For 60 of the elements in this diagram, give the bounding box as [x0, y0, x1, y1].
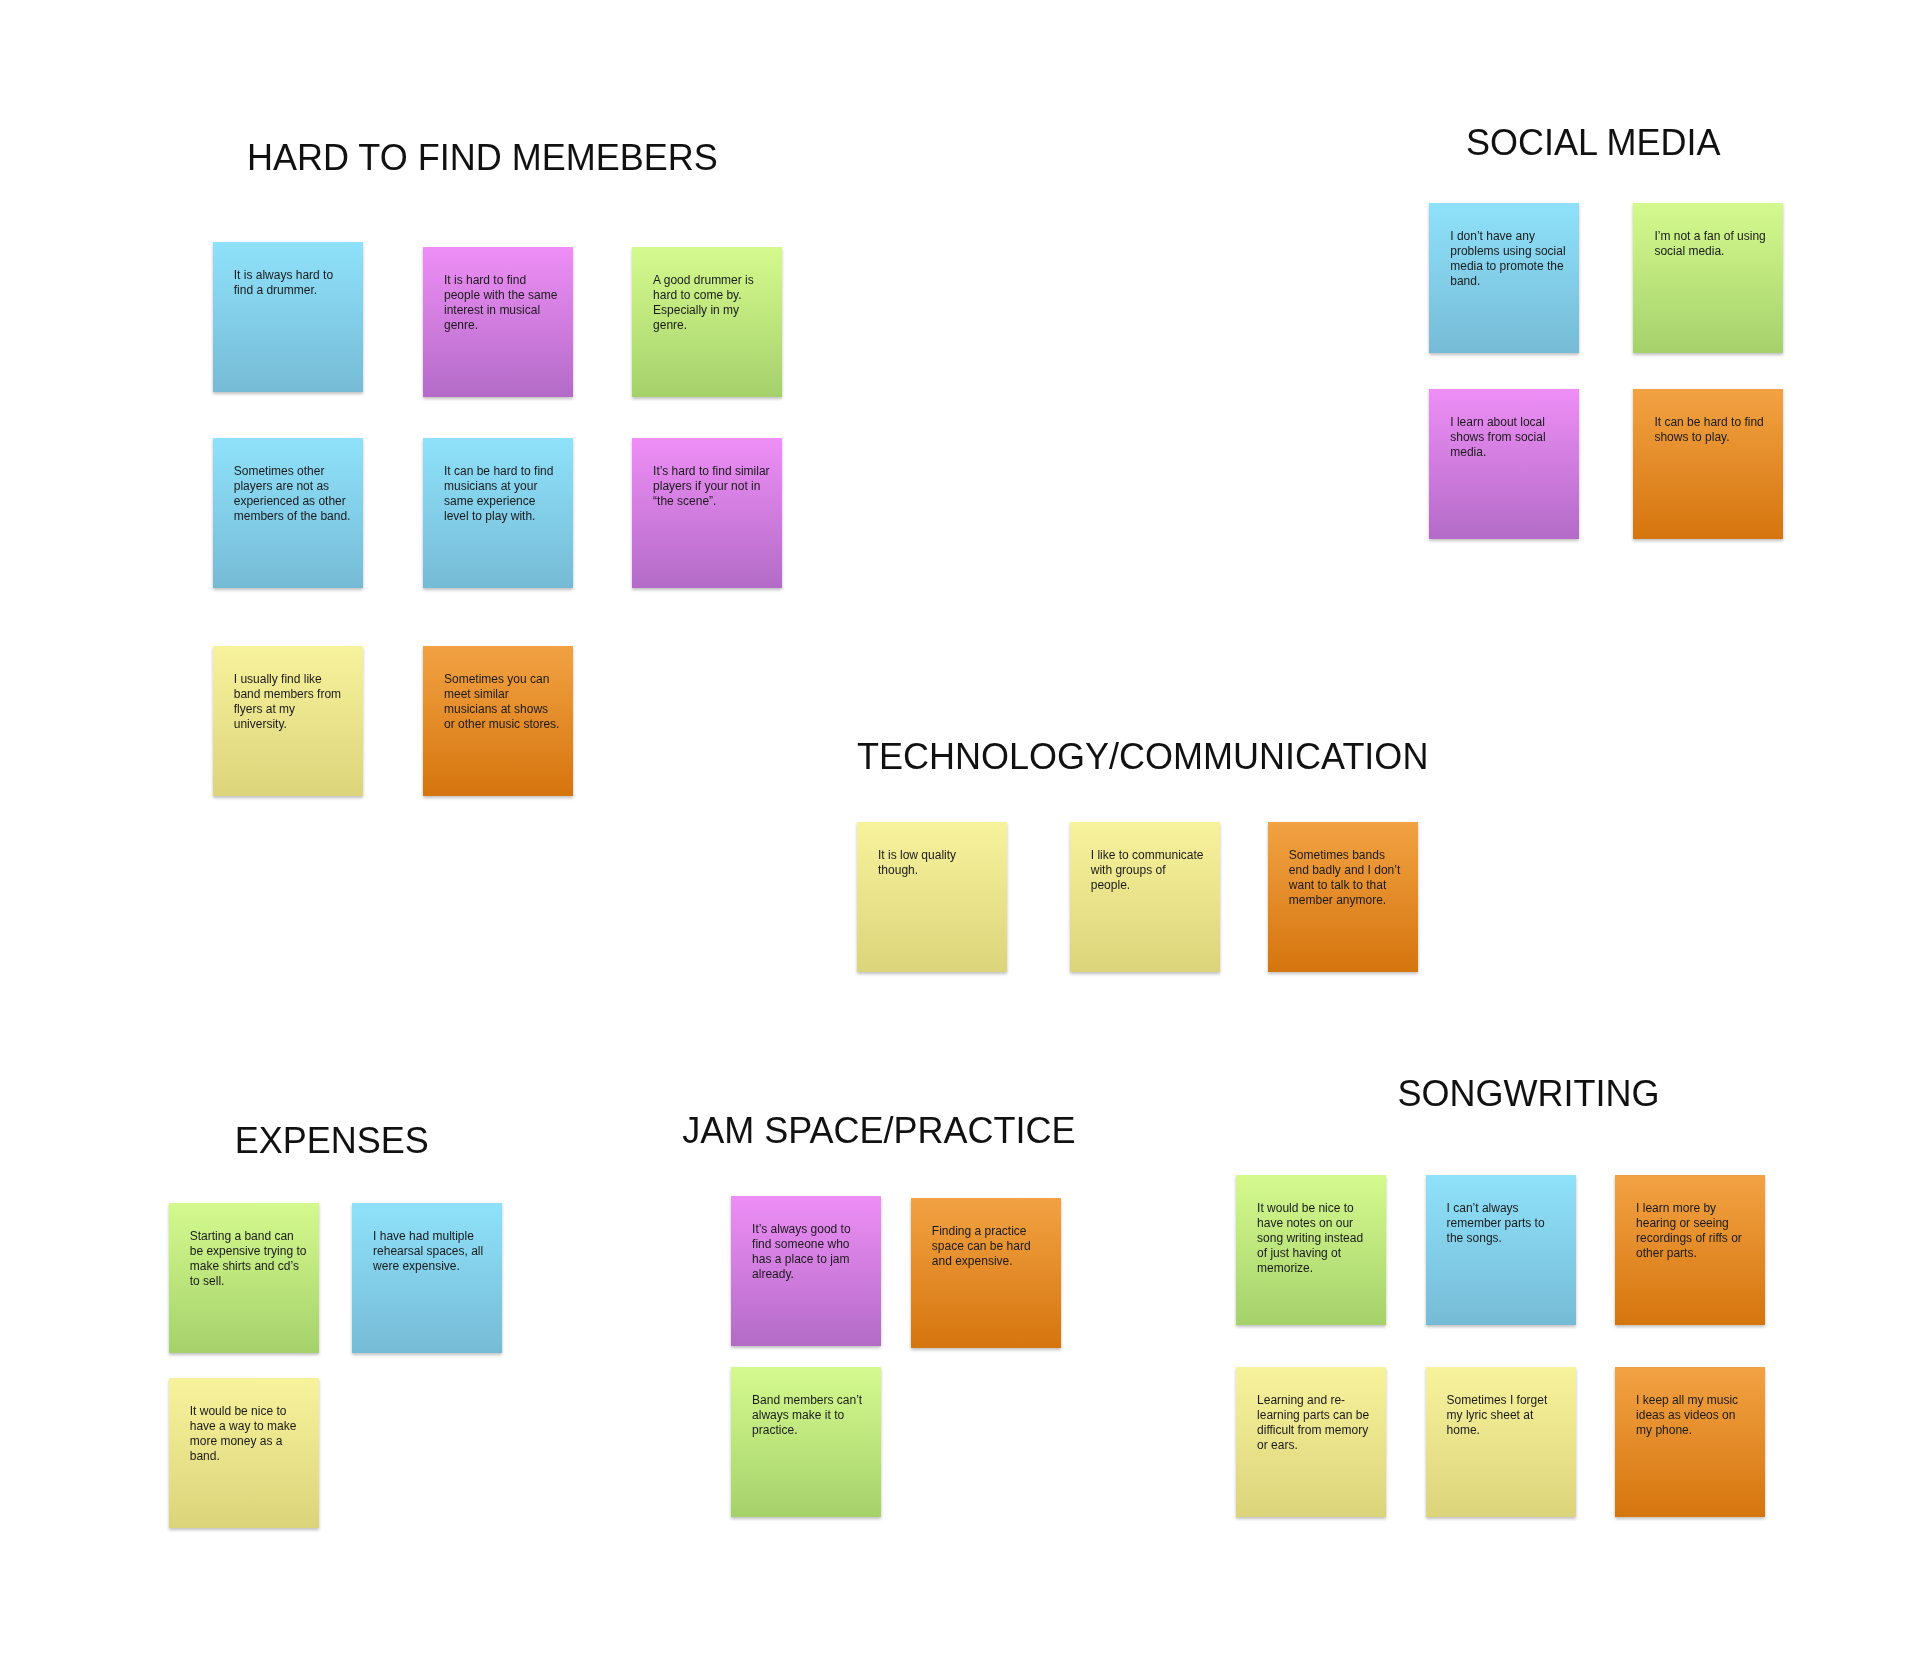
note-text: I have had multiple rehearsal spaces, all were expensive.	[373, 1229, 485, 1275]
sticky-note	[1615, 1174, 1766, 1325]
note-text: I can’t always remember parts to the songs.	[1446, 1200, 1546, 1246]
note-text: Sometimes bands end badly and I don’t want to talk to that member anymore.	[1288, 847, 1402, 908]
note-text: It can be hard to find shows to play.	[1654, 414, 1765, 445]
note-text: Starting a band can be expensive trying to make shirts and cd’s to sell.	[189, 1229, 307, 1290]
group-heading: SOCIAL MEDIA	[1465, 122, 1721, 165]
sticky-note	[632, 246, 783, 397]
note-text: It is hard to find people with the same interest in musical genre.	[444, 272, 559, 333]
note-text: It’s always good to find someone who has a place to jam already.	[752, 1221, 852, 1282]
sticky-note	[1069, 821, 1220, 972]
sticky-note	[423, 645, 573, 796]
note-text: I like to communicate with groups of people.	[1090, 847, 1205, 893]
note-text: I learn more by hearing or seeing recordings of riffs or other parts.	[1636, 1200, 1743, 1261]
note-text: I usually find like band members from flyers at my university.	[233, 671, 343, 732]
note-text: I keep all my music ideas as videos on my phone.	[1636, 1392, 1740, 1438]
group-heading: EXPENSES	[234, 1119, 429, 1162]
note-text: It’s hard to find similar players if your not in “the scene”.	[653, 463, 771, 509]
note-text: It is low quality though.	[878, 847, 958, 878]
sticky-note	[1633, 202, 1784, 353]
note-text: A good drummer is hard to come by. Especially in my genre.	[653, 272, 755, 333]
sticky-note	[910, 1198, 1061, 1349]
note-text: Learning and re-learning parts can be difficult from memory or ears.	[1257, 1392, 1371, 1453]
group-heading: SONGWRITING	[1397, 1073, 1660, 1116]
sticky-note	[423, 246, 573, 397]
sticky-note	[731, 1366, 882, 1517]
sticky-note	[212, 242, 363, 393]
sticky-note	[1615, 1366, 1766, 1517]
note-text: Sometimes I forget my lyric sheet at home.	[1446, 1392, 1549, 1438]
note-text: I don’t have any problems using social media to promote the band.	[1450, 228, 1567, 289]
sticky-note	[632, 437, 783, 588]
group-heading: HARD TO FIND MEMEBERS	[246, 136, 718, 179]
group-heading: TECHNOLOGY/COMMUNICATION	[857, 736, 1429, 778]
note-text: I learn about local shows from social media.	[1450, 414, 1547, 460]
sticky-note	[1429, 388, 1580, 539]
sticky-note	[212, 437, 363, 588]
sticky-note	[1236, 1366, 1387, 1517]
sticky-note	[1429, 202, 1580, 353]
sticky-note	[857, 821, 1008, 972]
note-text: It would be nice to have notes on our song writing instead of just having ot memorize.	[1257, 1200, 1365, 1276]
sticky-note	[423, 437, 573, 588]
group-heading: JAM SPACE/PRACTICE	[682, 1110, 1076, 1153]
sticky-note	[212, 645, 363, 796]
note-text: It would be nice to have a way to make more money as a band.	[189, 1403, 298, 1464]
note-text: It is always hard to find a drummer.	[233, 268, 335, 299]
sticky-note	[1236, 1174, 1387, 1325]
sticky-note	[731, 1195, 882, 1346]
note-text: Sometimes other players are not as experienced as other members of the band.	[233, 463, 351, 524]
sticky-note	[352, 1203, 503, 1354]
sticky-note	[168, 1377, 319, 1528]
note-text: I’m not a fan of using social media.	[1654, 228, 1767, 259]
sticky-note	[1267, 821, 1418, 972]
note-text: Band members can’t always make it to practice.	[752, 1392, 864, 1438]
note-text: Finding a practice space can be hard and expensive.	[931, 1224, 1032, 1270]
note-text: Sometimes you can meet similar musicians at shows or other music stores.	[444, 671, 561, 732]
sticky-note	[168, 1203, 319, 1354]
sticky-note	[1425, 1366, 1576, 1517]
note-text: It can be hard to find musicians at your same experience level to play with.	[444, 463, 555, 524]
sticky-note	[1425, 1174, 1576, 1325]
sticky-note	[1633, 388, 1784, 539]
